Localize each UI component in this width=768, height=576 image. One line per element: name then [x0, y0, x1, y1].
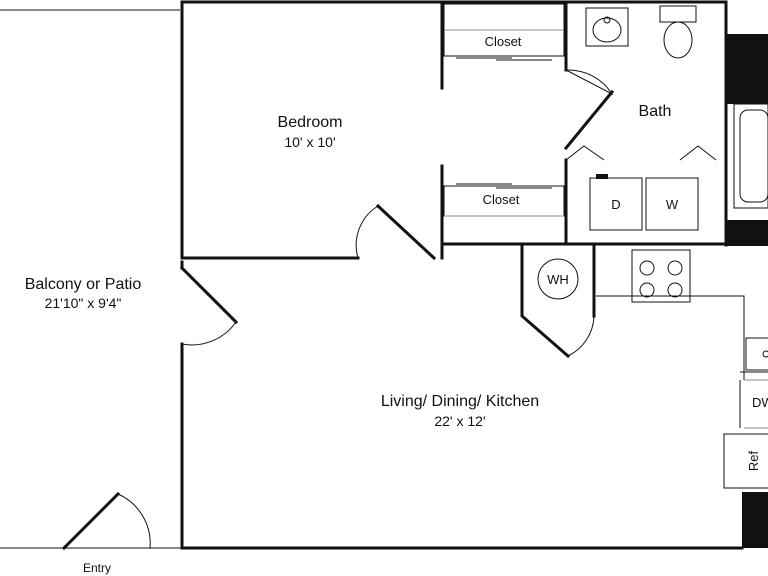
washer-label: W [666, 197, 679, 212]
kitchen [596, 249, 768, 489]
bedroom-name: Bedroom [278, 114, 343, 131]
living-name: Living/ Dining/ Kitchen [381, 393, 539, 410]
living-dims: 22' x 12' [434, 413, 485, 429]
balcony-name: Balcony or Patio [25, 276, 142, 293]
entry-door [61, 491, 151, 551]
water-heater-closet [520, 244, 596, 359]
bedroom-dims: 10' x 10' [284, 134, 335, 150]
balcony-dims: 21'10" x 9'4" [45, 295, 122, 311]
dark-wall-blocks [726, 34, 768, 548]
bath-name: Bath [639, 103, 672, 120]
bath-fixtures [563, 5, 768, 209]
closet-top-label: Closet [485, 34, 522, 49]
walls [0, 0, 744, 550]
laundry [565, 145, 717, 231]
refrigerator-label: Ref [746, 450, 761, 471]
bedroom-door [355, 203, 437, 261]
entry-label: Entry [83, 561, 111, 575]
water-heater-label: WH [547, 272, 569, 287]
closet-bottom-label: Closet [483, 192, 520, 207]
balcony-door [179, 265, 239, 346]
closets [443, 3, 565, 217]
dryer-label: D [611, 197, 620, 212]
dishwasher-label: DW [752, 395, 768, 410]
